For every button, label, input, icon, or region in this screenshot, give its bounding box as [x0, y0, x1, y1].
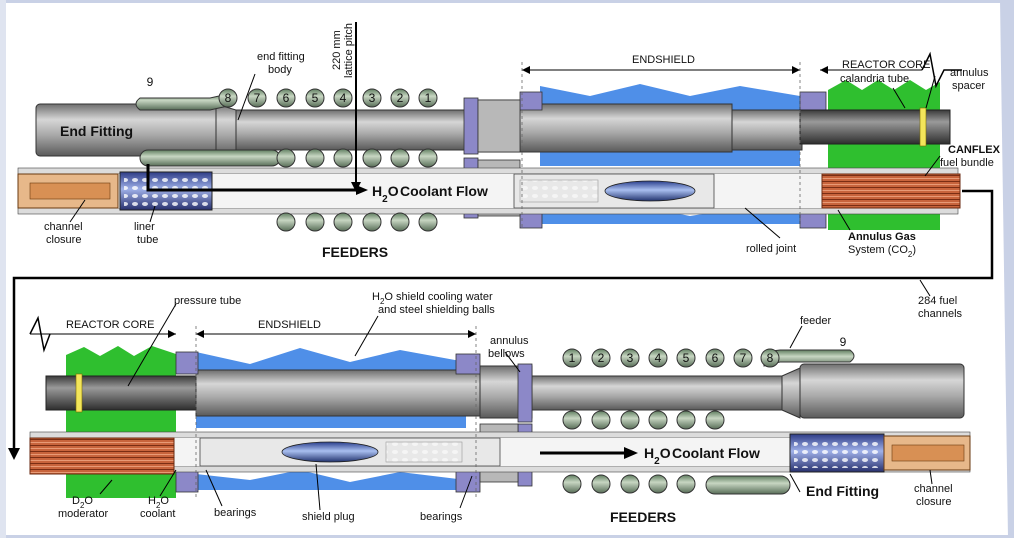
bottom-moderator-label: moderator	[58, 508, 108, 520]
top-channel-closure-label-2: closure	[46, 234, 81, 246]
top-feeder-num-6: 6	[283, 91, 290, 105]
bottom-feeder-num-9: 9	[840, 335, 847, 349]
bottom-core-upper	[66, 346, 176, 376]
top-core-lower	[828, 144, 940, 172]
top-feeder-circles-lower	[276, 148, 438, 232]
top-feeder-num-2: 2	[397, 91, 404, 105]
top-feeder-num-1: 1	[425, 91, 432, 105]
top-annulus-spacer-label-2: spacer	[952, 80, 985, 92]
top-fuel-bundle	[821, 173, 961, 209]
top-calandria-tube	[799, 109, 951, 145]
bottom-coolant-label: coolant	[140, 508, 175, 520]
top-annulus-spacer-label-1: annulus	[950, 67, 989, 79]
bottom-endshield-label: ENDSHIELD	[258, 319, 321, 331]
bottom-feeder-num-5: 5	[683, 351, 690, 365]
bottom-feeder-num-7: 7	[740, 351, 747, 365]
top-feeders-label: FEEDERS	[322, 244, 388, 260]
top-feeder-circles-upper	[218, 88, 438, 108]
bottom-h2o-coolant-label: H2O	[148, 495, 169, 510]
top-annulus-gas-label-2: System (CO2)	[848, 244, 916, 259]
top-feeder-num-9: 9	[147, 75, 154, 89]
top-lattice-label-2: lattice pitch	[343, 23, 355, 78]
top-coolant-flow-label: Coolant Flow	[400, 183, 488, 199]
bottom-shield-water-label-1: H2O shield cooling water	[372, 291, 493, 306]
top-feeder-num-4: 4	[340, 91, 347, 105]
top-lattice-label-1: 220 mm	[331, 30, 343, 70]
bottom-end-fitting	[799, 363, 965, 419]
bottom-feeder-circles-lower	[562, 410, 725, 494]
top-canflex-label-2: fuel bundle	[940, 157, 994, 169]
top-rolled-joint-label: rolled joint	[746, 243, 796, 255]
bottom-feeder-num-8: 8	[767, 351, 774, 365]
bottom-annulus-bellows-label-1: annulus	[490, 335, 529, 347]
top-calandria-tube-label: calandria tube	[840, 73, 909, 85]
top-feeder-num-3: 3	[369, 91, 376, 105]
top-canflex-label-1: CANFLEX	[948, 144, 1001, 156]
bottom-channel-assembly: REACTOR CORE pressure tube ENDSHIELD H2O…	[29, 291, 971, 525]
top-end-fitting-body-label-1: end fitting	[257, 51, 305, 63]
top-h2o-label: H2O	[372, 183, 399, 205]
bottom-feeder-num-3: 3	[627, 351, 634, 365]
top-end-fitting-body-label-2: body	[268, 64, 292, 76]
bottom-pressure-tube-label: pressure tube	[174, 295, 241, 307]
fuel-channels-label-2: channels	[918, 308, 963, 320]
bottom-shield-water-label-2: and steel shielding balls	[378, 304, 495, 316]
bottom-feeder-num-1: 1	[569, 351, 576, 365]
top-annulus-gas-label-1: Annulus Gas	[848, 231, 916, 243]
top-endshield-lower	[540, 150, 800, 166]
bottom-feeder-num-2: 2	[598, 351, 605, 365]
bottom-feeders-label: FEEDERS	[610, 509, 676, 525]
bottom-endshield-upper	[196, 348, 466, 376]
bottom-fuel-bundle	[29, 437, 175, 475]
channel-connection-line: 284 fuel channels	[8, 189, 994, 460]
bottom-channel-closure-label-1: channel	[914, 483, 953, 495]
top-channel-assembly: End Fitting end fitting body 220 mm latt…	[17, 22, 1001, 260]
bottom-feeder-label: feeder	[800, 315, 832, 327]
top-feeder-num-7: 7	[254, 91, 261, 105]
top-liner-label-2: tube	[137, 234, 158, 246]
bottom-feeder-circles-upper	[562, 348, 780, 368]
bottom-h2o-label: H2O	[644, 445, 671, 467]
bottom-bearings-left-label: bearings	[214, 507, 257, 519]
top-liner-label-1: liner	[134, 221, 155, 233]
bottom-reactor-core-label: REACTOR CORE	[66, 319, 154, 331]
top-endshield-label: ENDSHIELD	[632, 54, 695, 66]
bottom-bearings-right-label: bearings	[420, 511, 463, 523]
fuel-channels-label-1: 284 fuel	[918, 295, 957, 307]
bottom-shield-plug-label: shield plug	[302, 511, 355, 523]
bottom-end-fitting-label: End Fitting	[806, 483, 879, 499]
top-feeder-num-8: 8	[225, 91, 232, 105]
top-feeder-num-5: 5	[312, 91, 319, 105]
bottom-d2o-label: D2O	[72, 495, 93, 510]
top-channel-closure-label-1: channel	[44, 221, 83, 233]
bottom-pressure-tube	[45, 375, 207, 411]
top-end-fitting-label: End Fitting	[60, 123, 133, 139]
bottom-feeder-num-6: 6	[712, 351, 719, 365]
top-core-upper	[828, 80, 940, 110]
top-coolant-flow-arrow	[146, 164, 356, 192]
bottom-feeder-num-4: 4	[655, 351, 662, 365]
bottom-channel-closure-label-2: closure	[916, 496, 951, 508]
bottom-annulus-bellows-label-2: bellows	[488, 348, 525, 360]
bottom-coolant-flow-label: Coolant Flow	[672, 445, 760, 461]
top-reactor-core-label: REACTOR CORE	[842, 59, 930, 71]
